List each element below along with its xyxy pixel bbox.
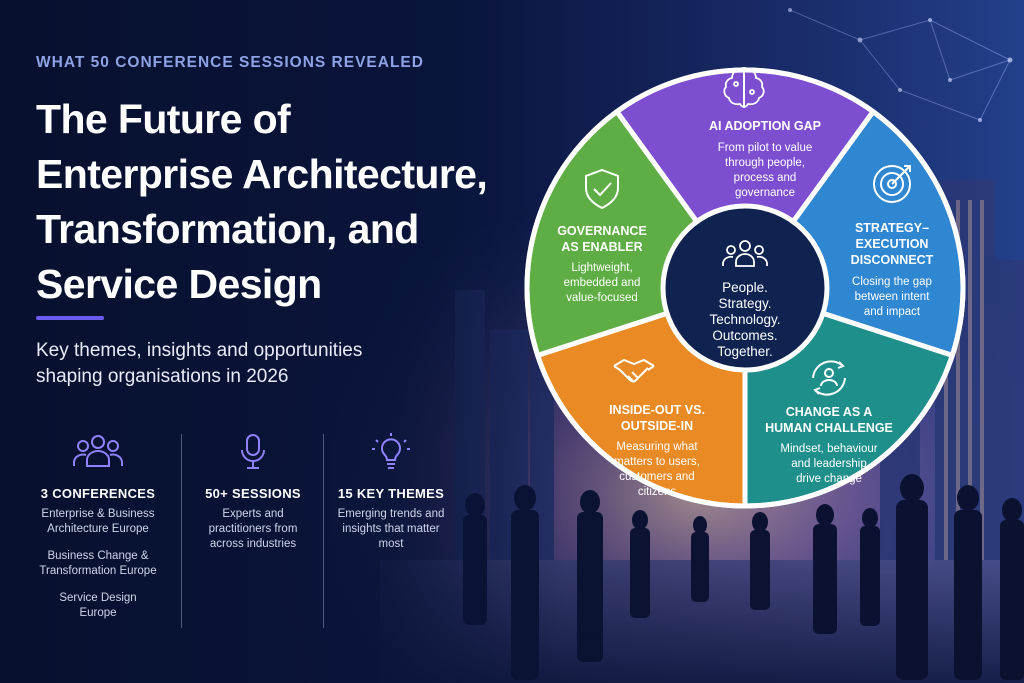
stat-conferences: 3 CONFERENCES Enterprise & Business Arch…: [20, 432, 176, 621]
stat-heading: 3 CONFERENCES: [40, 486, 156, 501]
segment-title: DISCONNECT: [851, 253, 934, 267]
target-icon: [873, 165, 911, 203]
segment-title: EXECUTION: [856, 237, 929, 251]
stat-text: Business Change &: [47, 550, 149, 562]
segment-body: Lightweight,: [571, 262, 632, 274]
stat-divider: [181, 434, 182, 628]
stat-text: Enterprise & Business: [41, 508, 155, 520]
stat-text: Service Design: [59, 592, 137, 604]
segment-body: through people,: [725, 157, 805, 169]
stat-text: Emerging trends and: [337, 508, 445, 520]
stat-text: Architecture Europe: [47, 523, 149, 535]
segment-body: embedded and: [564, 277, 641, 289]
stat-text: most: [378, 538, 404, 550]
segment-body: Measuring what: [616, 441, 698, 453]
stat-heading: 50+ SESSIONS: [205, 486, 301, 501]
title-line: The Future of: [36, 96, 291, 142]
brain-circuit-icon: [723, 67, 765, 108]
center-text: Strategy.: [718, 296, 771, 311]
stat-heading: 15 KEY THEMES: [337, 486, 445, 501]
title-line: Transformation, and: [36, 206, 419, 252]
segment-body: value-focused: [566, 292, 638, 304]
subtitle-line: Key themes, insights and opportunities: [36, 340, 363, 361]
person-cycle-icon: [812, 360, 846, 396]
title-line: Service Design: [36, 261, 322, 307]
stat-text: across industries: [209, 538, 297, 550]
stat-text: Experts and: [222, 508, 284, 520]
people-group-icon: [722, 240, 768, 267]
wheel-outline: [524, 67, 966, 509]
segment-title: HUMAN CHALLENGE: [765, 421, 893, 435]
subtitle-line: shaping organisations in 2026: [36, 366, 289, 387]
handshake-icon: [613, 358, 655, 383]
segment-body: process and: [734, 172, 797, 184]
subtitle: Key themes, insights and opportunities s…: [36, 338, 416, 390]
segment-title: STRATEGY–: [855, 221, 929, 235]
stat-text: Europe: [79, 607, 117, 619]
segment-body: and impact: [864, 306, 921, 318]
stat-text: Transformation Europe: [39, 565, 157, 577]
segment-body: governance: [735, 187, 795, 199]
wheel-center: [660, 203, 830, 373]
people-group-icon: [73, 435, 123, 467]
segment-title: GOVERNANCE: [557, 224, 647, 238]
stat-themes: 15 KEY THEMES Emerging trends and insigh…: [326, 432, 456, 552]
segment-body: citizens: [638, 486, 677, 498]
center-text: Technology.: [709, 312, 780, 327]
segment-title: INSIDE-OUT VS.: [609, 403, 705, 417]
segment-body: matters to users,: [614, 456, 700, 468]
lightbulb-icon: [372, 433, 410, 469]
segment-body: From pilot to value: [718, 142, 813, 154]
center-text: People.: [722, 280, 768, 295]
segment-title: CHANGE AS A: [786, 405, 873, 419]
segment-title: AS ENABLER: [561, 240, 642, 254]
stat-divider: [323, 434, 324, 628]
stat-text: insights that matter: [342, 523, 440, 535]
segment-body: drive change: [796, 473, 862, 485]
segment-title: OUTSIDE-IN: [621, 419, 693, 433]
segment-title: AI ADOPTION GAP: [709, 119, 821, 133]
accent-divider: [36, 316, 104, 320]
title-line: Enterprise Architecture,: [36, 151, 488, 197]
center-text: Together.: [717, 344, 773, 359]
segment-body: Mindset, behaviour: [780, 443, 877, 455]
stat-text: practitioners from: [208, 523, 298, 535]
segment-body: customers and: [619, 471, 694, 483]
segment-body: and leadership: [791, 458, 866, 470]
shield-check-icon: [585, 168, 619, 210]
page-title: The Future of Enterprise Architecture, T…: [36, 92, 556, 312]
segment-body: Closing the gap: [852, 276, 932, 288]
stat-sessions: 50+ SESSIONS Experts and practitioners f…: [184, 432, 322, 552]
microphone-icon: [241, 434, 265, 469]
center-text: Outcomes.: [712, 328, 777, 343]
segment-body: between intent: [855, 291, 931, 303]
eyebrow-label: WHAT 50 CONFERENCE SESSIONS REVEALED: [36, 54, 424, 71]
